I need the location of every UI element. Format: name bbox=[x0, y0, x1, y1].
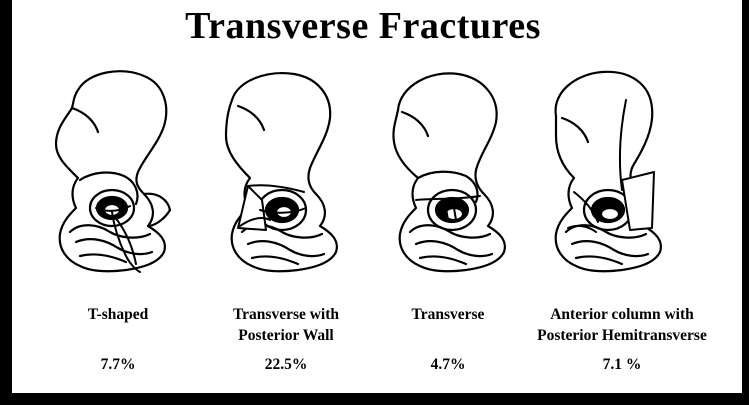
caption-line: T-shaped bbox=[48, 304, 188, 325]
caption-anterior-column-posterior-hemitransverse: Anterior column with Posterior Hemitrans… bbox=[504, 304, 740, 346]
caption-line: Transverse with bbox=[196, 304, 376, 325]
hemipelvis-outline-icon bbox=[226, 73, 337, 271]
caption-line: Posterior Hemitransverse bbox=[504, 325, 740, 346]
caption-line: Anterior column with bbox=[504, 304, 740, 325]
caption-transverse: Transverse bbox=[378, 304, 518, 325]
hemipelvis-outline-icon bbox=[56, 71, 170, 271]
acetabulum-t-shaped-fracture-icon bbox=[40, 60, 190, 290]
percent-anterior-column-posterior-hemitransverse: 7.1 % bbox=[572, 356, 672, 374]
percent-transverse-posterior-wall: 22.5% bbox=[236, 356, 336, 374]
caption-t-shaped: T-shaped bbox=[48, 304, 188, 325]
hemipelvis-outline-icon bbox=[556, 72, 661, 271]
caption-line: Posterior Wall bbox=[196, 325, 376, 346]
acetabulum-transverse-posterior-wall-fracture-icon bbox=[208, 60, 358, 290]
caption-transverse-posterior-wall: Transverse with Posterior Wall bbox=[196, 304, 376, 346]
hemipelvis-outline-icon bbox=[393, 73, 504, 271]
acetabulum-anterior-column-posterior-hemitransverse-fracture-icon bbox=[534, 60, 684, 290]
percent-transverse: 4.7% bbox=[398, 356, 498, 374]
percent-t-shaped: 7.7% bbox=[68, 356, 168, 374]
slide-panel: Transverse Fractures bbox=[12, 0, 742, 393]
caption-line: Transverse bbox=[378, 304, 518, 325]
acetabulum-transverse-fracture-icon bbox=[376, 60, 526, 290]
slide-title: Transverse Fractures bbox=[0, 4, 728, 48]
